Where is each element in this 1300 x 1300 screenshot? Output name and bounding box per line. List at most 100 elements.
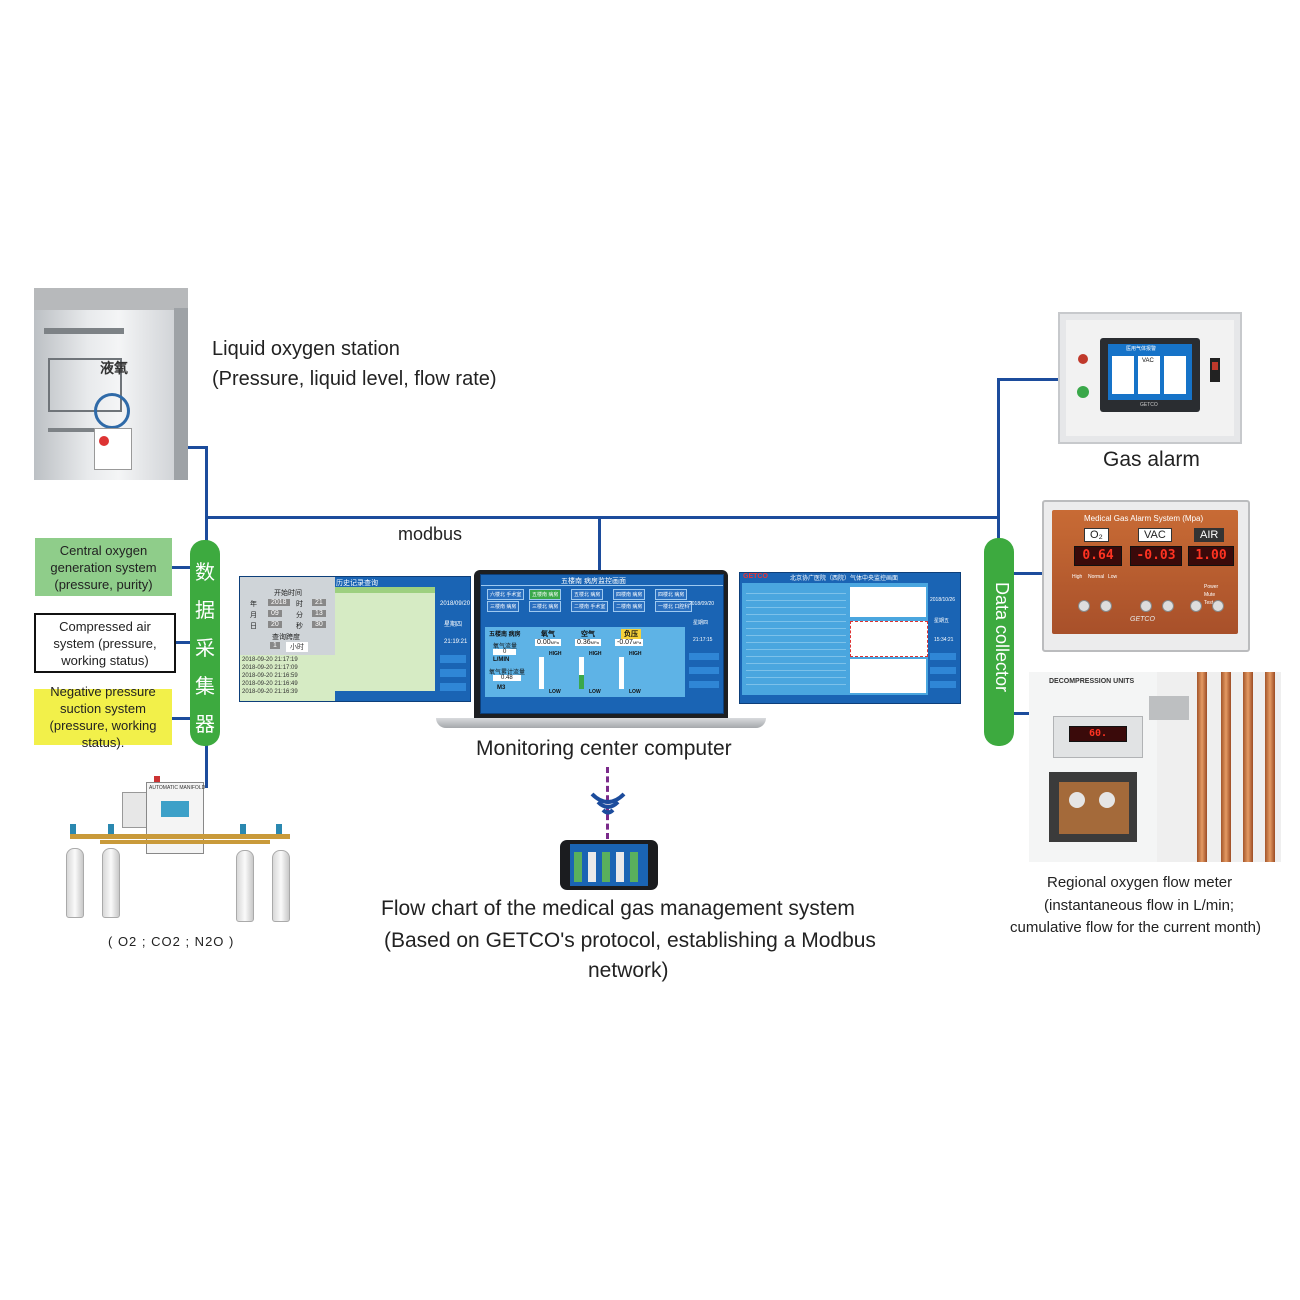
left-data-collector: 数 据 采 集 器 — [190, 540, 220, 746]
history-record-2: 2018-09-20 21:17:09 — [242, 665, 298, 671]
gas-alarm-brand: GETCO — [1140, 402, 1158, 408]
overview-time: 15:34:21 — [934, 637, 954, 643]
central-oxygen-box: Central oxygen generation system (pressu… — [35, 538, 172, 596]
history-sec-value: 30 — [312, 621, 326, 628]
modbus-label: modbus — [398, 524, 463, 544]
gas-alarm-label: Gas alarm — [1103, 448, 1200, 471]
gauge-oxygen-high: HIGH — [549, 651, 562, 657]
history-month-label: 月 — [250, 612, 257, 619]
bus-line-main — [205, 516, 1000, 519]
alarm-panel-title: Medical Gas Alarm System (Mpa) — [1084, 514, 1204, 523]
laptop-tab-8[interactable]: 二楼南 手术室 — [571, 601, 609, 612]
laptop-base — [436, 718, 766, 728]
laptop-tab-7[interactable]: 三楼北 病房 — [529, 601, 562, 612]
vacuum-box: Negative pressure suction system (pressu… — [34, 684, 172, 750]
history-title: 历史记录查询 — [336, 580, 378, 587]
collector-char-4: 集 — [195, 676, 215, 698]
laptop-tab-4[interactable]: 四楼南 病房 — [613, 589, 646, 600]
history-span-value: 1 — [270, 642, 280, 649]
gauge-air-value: 0.36MPa — [575, 639, 601, 646]
liquid-oxygen-title: Liquid oxygen station — [212, 338, 400, 360]
history-query-span: 查询跨度 — [272, 634, 300, 641]
history-record-5: 2018-09-20 21:16:39 — [242, 689, 298, 695]
laptop-tab-2[interactable]: 五楼南 病房 — [529, 589, 562, 600]
history-year-value: 2018 — [268, 599, 290, 606]
alarm-button-2[interactable] — [1100, 600, 1112, 612]
bus-line-right-up — [997, 378, 1000, 548]
laptop-total-unit: M3 — [497, 685, 506, 691]
gauge-vacuum-low: LOW — [629, 689, 641, 695]
vacuum-text: Negative pressure suction system (pressu… — [49, 684, 157, 750]
link-central-oxygen — [172, 566, 194, 569]
laptop-weekday: 星期四 — [693, 620, 709, 626]
flow-meter-caption-3: cumulative flow for the current month) — [1010, 919, 1261, 936]
right-data-collector: Data collector — [984, 538, 1014, 746]
overview-title: 北京协广医院（西院）气体中央监控画面 — [790, 576, 899, 582]
gauge-vacuum-name: 负压 — [621, 629, 641, 639]
history-weekday: 星期四 — [444, 622, 463, 628]
gas-alarm-device: 医用气体报警 VAC GETCO — [1058, 312, 1242, 444]
flow-meter-caption-1: Regional oxygen flow meter — [1047, 874, 1233, 891]
manifold-illustration: AUTOMATIC MANIFOLD — [60, 770, 300, 922]
gauge-air-low: LOW — [589, 689, 601, 695]
medical-gas-alarm-panel: Medical Gas Alarm System (Mpa) O₂ VAC AI… — [1042, 500, 1250, 652]
alarm-level-normal: Normal — [1088, 574, 1105, 580]
laptop-flow-value: 0 — [493, 649, 517, 655]
alarm-button-1[interactable] — [1078, 600, 1090, 612]
liquid-oxygen-subtitle: (Pressure, liquid level, flow rate) — [212, 368, 497, 390]
link-manifold — [205, 740, 208, 788]
alarm-button-6[interactable] — [1212, 600, 1224, 612]
alarm-button-3[interactable] — [1140, 600, 1152, 612]
data-collector-label: Data collector — [992, 582, 1012, 693]
history-min-label: 分 — [296, 612, 303, 619]
laptop-tab-10[interactable]: 一楼北 口腔科 — [655, 601, 693, 612]
gauge-air-name: 空气 — [581, 631, 595, 638]
laptop-tab-6[interactable]: 三楼南 病房 — [487, 601, 520, 612]
compressed-air-box: Compressed air system (pressure, working… — [34, 613, 176, 673]
history-time: 21:19:21 — [444, 639, 468, 645]
alarm-value-air: 1.00 — [1188, 546, 1234, 566]
compressed-air-text: Compressed air system (pressure, working… — [53, 618, 157, 668]
alarm-button-5[interactable] — [1190, 600, 1202, 612]
alarm-gas-vac: VAC — [1138, 528, 1172, 542]
history-date: 2018/09/20 — [440, 601, 471, 607]
gauge-oxygen-value: 0.00MPa — [535, 639, 561, 646]
liquid-oxygen-photo: 液氧 — [34, 288, 188, 480]
link-alarm-panel — [1012, 572, 1044, 575]
laptop-tab-1[interactable]: 六楼北 手术室 — [487, 589, 525, 600]
link-flow-meter — [1012, 712, 1030, 715]
history-hour-value: 21 — [312, 599, 326, 606]
flow-meter-photo: DECOMPRESSION UNITS 60. — [1029, 672, 1281, 862]
laptop-ward: 五楼南 病房 — [489, 632, 521, 638]
laptop-tab-3[interactable]: 五楼北 病房 — [571, 589, 604, 600]
alarm-panel-brand: GETCO — [1130, 616, 1155, 623]
collector-char-3: 采 — [195, 638, 215, 660]
alarm-indicator-test: Test — [1204, 600, 1214, 606]
caption-line-3: network) — [588, 959, 669, 982]
collector-char-1: 数 — [195, 562, 215, 584]
gauge-vacuum-value: -0.07MPa — [615, 639, 644, 646]
history-hour-label: 时 — [296, 601, 303, 608]
alarm-button-4[interactable] — [1162, 600, 1174, 612]
laptop-time: 21:17:15 — [693, 637, 713, 643]
manifold-panel-label: AUTOMATIC MANIFOLD — [149, 785, 206, 791]
history-min-value: 13 — [312, 610, 326, 617]
alarm-value-o2: 0.64 — [1074, 546, 1122, 566]
laptop-total-label: 氧气累计流量 — [489, 670, 526, 676]
overview-weekday: 星期五 — [934, 618, 950, 624]
history-screen: 历史记录查询 开始时间 年 2018 时 21 月 09 分 13 日 20 秒… — [239, 576, 471, 702]
link-compressed-air — [176, 641, 194, 644]
wifi-icon — [590, 792, 626, 815]
laptop-total-value: 0.48 — [493, 675, 521, 681]
laptop-tab-5[interactable]: 四楼北 病房 — [655, 589, 688, 600]
laptop-tab-9[interactable]: 二楼南 病房 — [613, 601, 646, 612]
gauge-vacuum-high: HIGH — [629, 651, 642, 657]
alarm-indicator-power: Power — [1204, 584, 1219, 590]
alarm-level-high: High — [1072, 574, 1083, 580]
caption-line-1: Flow chart of the medical gas management… — [381, 897, 855, 920]
history-start-time: 开始时间 — [274, 590, 302, 597]
gauge-oxygen-name: 氧气 — [541, 631, 555, 638]
gas-alarm-screen-title: 医用气体报警 — [1126, 346, 1157, 352]
laptop-flow-label: 氧气流量 — [493, 644, 518, 650]
bus-line-gas-alarm — [997, 378, 1059, 381]
